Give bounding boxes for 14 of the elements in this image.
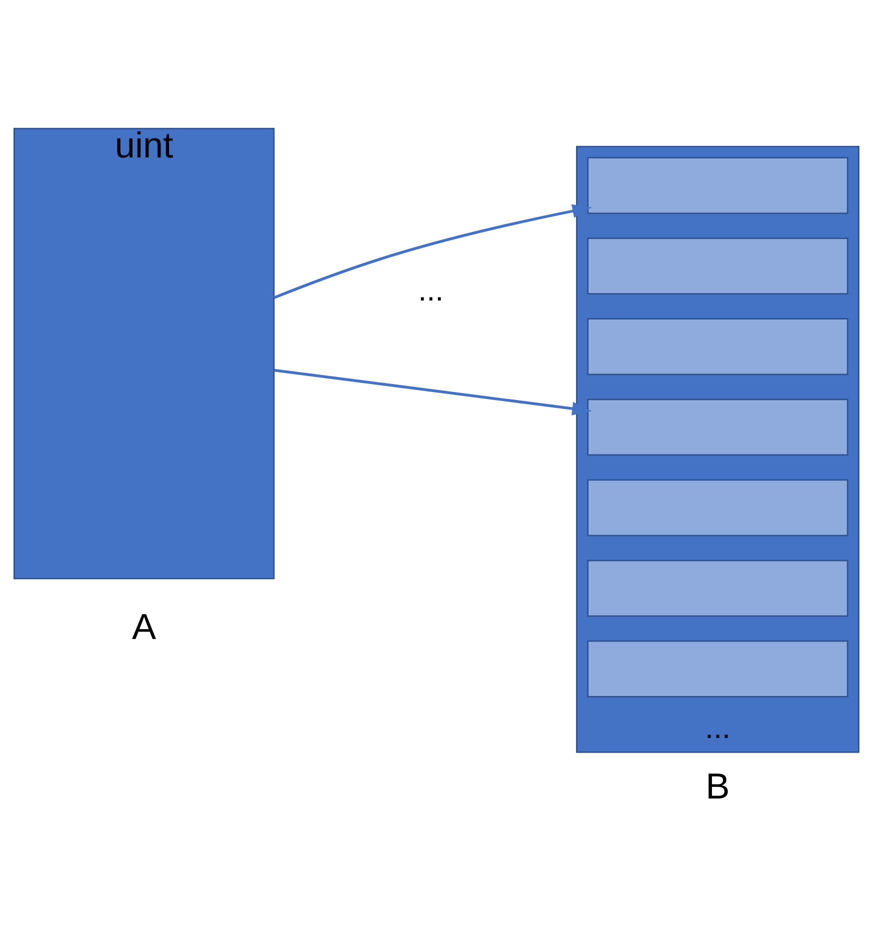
node-box: [587, 318, 848, 376]
label: ...: [418, 273, 444, 308]
node-box: [587, 640, 848, 698]
node-label: A: [132, 606, 156, 647]
arrow: [273, 204, 592, 300]
node-label: B: [706, 765, 730, 806]
node-box: uint: [13, 128, 275, 580]
arrow: [274, 368, 592, 416]
node-box: [587, 398, 848, 456]
node-box: [587, 560, 848, 617]
node-box: [587, 479, 848, 536]
cluster: ...: [576, 146, 860, 753]
node-box: [587, 238, 848, 295]
node-box: [587, 157, 848, 214]
